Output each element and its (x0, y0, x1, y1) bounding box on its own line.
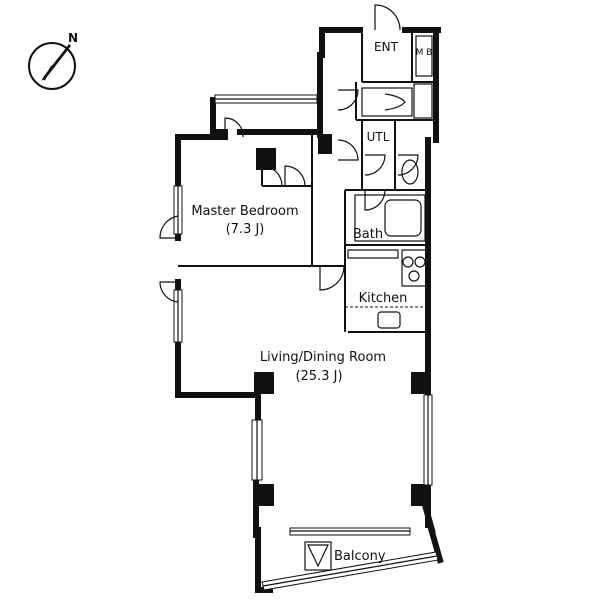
living-dining-name: Living/Dining Room (260, 350, 386, 365)
bath-label: Bath (353, 227, 383, 242)
windows (173, 94, 439, 591)
doors (159, 4, 419, 303)
master-bedroom-name: Master Bedroom (191, 204, 298, 219)
balcony-label: Balcony (334, 549, 386, 564)
entrance-label: ENT (374, 40, 399, 54)
walls (175, 27, 444, 593)
master-bedroom-size: (7.3 J) (226, 222, 265, 237)
kitchen-label: Kitchen (359, 291, 408, 306)
meter-box-label: M B (416, 48, 433, 58)
compass-icon: N (28, 31, 78, 90)
compass-north-label: N (68, 31, 78, 45)
fixtures (304, 35, 433, 571)
utility-label: UTL (367, 130, 390, 144)
living-dining-size: (25.3 J) (295, 369, 342, 384)
interior-walls (178, 30, 436, 333)
